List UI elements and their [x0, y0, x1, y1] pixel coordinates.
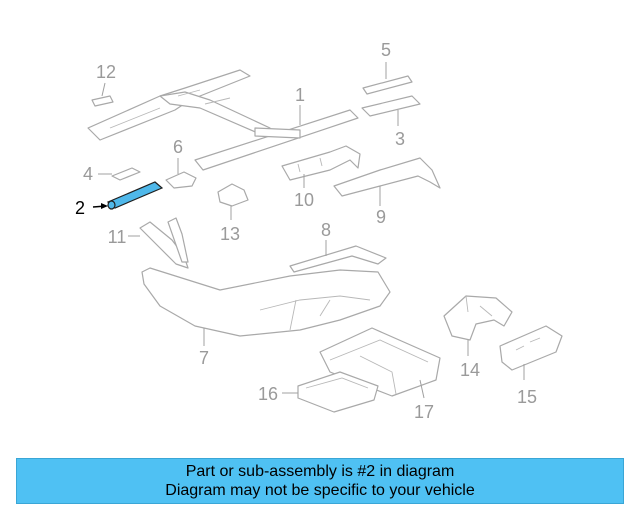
- callout-9: 9: [376, 207, 386, 227]
- callout-10: 10: [294, 190, 314, 210]
- caption-line-2: Diagram may not be specific to your vehi…: [165, 482, 475, 499]
- callout-6: 6: [173, 137, 183, 157]
- callout-16: 16: [258, 384, 278, 404]
- part-8: [289, 240, 387, 273]
- callout-1: 1: [295, 85, 305, 105]
- callout-11: 11: [108, 227, 127, 247]
- callout-5: 5: [381, 40, 391, 60]
- callout-13: 13: [220, 224, 240, 244]
- callout-3: 3: [395, 129, 405, 149]
- part-12: [91, 82, 114, 107]
- part-13: [217, 183, 249, 220]
- part-3: [361, 95, 421, 126]
- part-14: [443, 295, 513, 356]
- callout-14: 14: [460, 360, 480, 380]
- callout-12: 12: [96, 62, 116, 82]
- part-6: [165, 158, 197, 189]
- parts-diagram: 12 5 1 3 6 4 2 10 9 13 11 8 7 14 15 16 1…: [75, 40, 563, 422]
- part-5: [362, 62, 413, 95]
- arrowhead-2: [101, 203, 108, 209]
- callout-15: 15: [517, 387, 537, 407]
- part-11: [128, 217, 189, 269]
- part-9: [333, 157, 441, 206]
- callout-7: 7: [199, 348, 209, 368]
- part-16: [282, 371, 379, 413]
- part-4: [98, 167, 141, 181]
- callout-17: 17: [414, 402, 434, 422]
- part-2-highlighted[interactable]: [106, 181, 164, 210]
- callout-8: 8: [321, 220, 331, 240]
- part-15: [499, 325, 563, 380]
- caption-banner: Part or sub-assembly is #2 in diagram Di…: [16, 458, 624, 504]
- part-10: [281, 145, 361, 188]
- caption-line-1: Part or sub-assembly is #2 in diagram: [185, 463, 455, 480]
- part-7: [141, 267, 391, 346]
- callout-4: 4: [83, 164, 93, 184]
- part-1: [87, 69, 359, 171]
- callout-2: 2: [75, 198, 85, 218]
